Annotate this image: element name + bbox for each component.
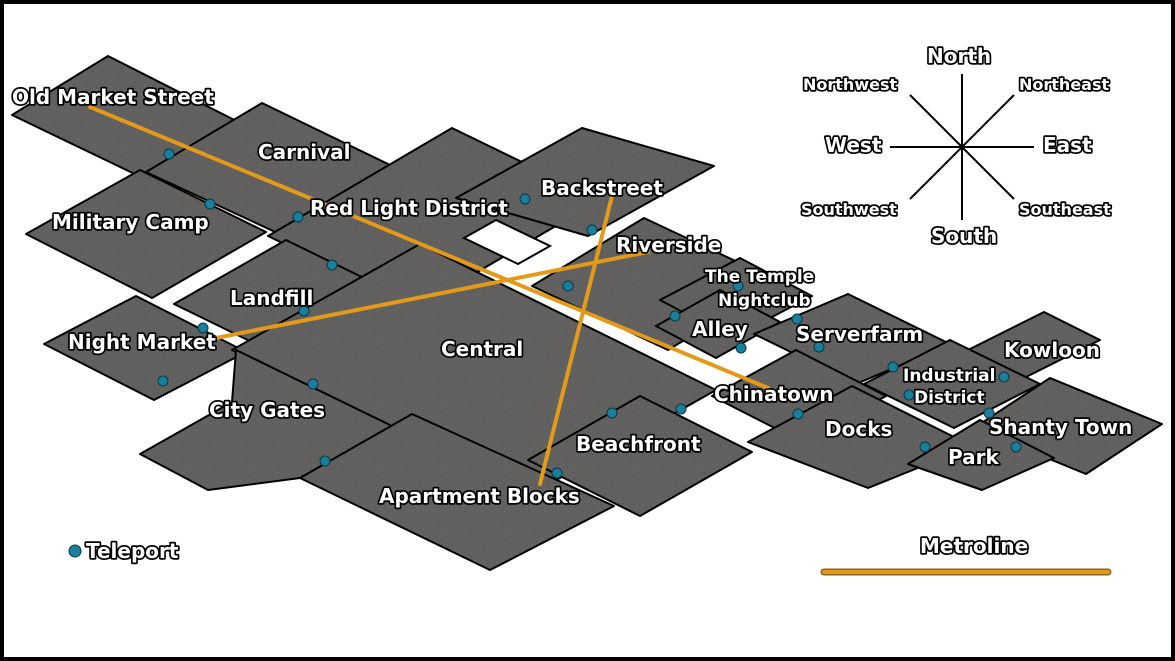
city-map: Old Market Street Carnival Military Camp… bbox=[10, 42, 1163, 576]
label-kowloon: Kowloon bbox=[1004, 338, 1100, 362]
label-landfill: Landfill bbox=[230, 286, 313, 310]
label-park: Park bbox=[948, 445, 999, 469]
district-park[interactable] bbox=[907, 419, 1055, 491]
teleport-point[interactable] bbox=[319, 455, 331, 467]
metro-lines bbox=[88, 105, 770, 486]
compass-southeast: Southeast bbox=[1019, 200, 1111, 219]
label-red-light-district: Red Light District bbox=[310, 196, 508, 220]
label-central: Central bbox=[441, 337, 523, 361]
compass-west: West bbox=[825, 133, 882, 157]
label-backstreet: Backstreet bbox=[541, 176, 663, 200]
compass-south: South bbox=[931, 224, 997, 248]
district-apartment-blocks[interactable] bbox=[299, 413, 615, 571]
teleport-point[interactable] bbox=[562, 280, 574, 292]
label-city-gates: City Gates bbox=[209, 398, 325, 422]
compass-northeast: Northeast bbox=[1019, 75, 1109, 94]
label-alley: Alley bbox=[692, 317, 748, 341]
label-chinatown: Chinatown bbox=[714, 382, 834, 406]
label-night-market: Night Market bbox=[68, 330, 216, 354]
teleport-point[interactable] bbox=[669, 310, 681, 322]
label-temple-line1: The Temple bbox=[705, 267, 814, 287]
label-serverfarm: Serverfarm bbox=[796, 322, 923, 346]
teleport-point[interactable] bbox=[998, 371, 1010, 383]
teleport-point[interactable] bbox=[197, 322, 209, 334]
teleport-point[interactable] bbox=[292, 211, 304, 223]
teleport-points bbox=[157, 148, 1022, 479]
metro-line-backstreet-apartment-blocks bbox=[538, 194, 614, 486]
district-tiles bbox=[11, 55, 1163, 571]
teleport-point[interactable] bbox=[735, 342, 747, 354]
teleport-point[interactable] bbox=[732, 280, 744, 292]
teleport-point[interactable] bbox=[326, 259, 338, 271]
teleport-point[interactable] bbox=[1010, 441, 1022, 453]
label-military-camp: Military Camp bbox=[52, 210, 209, 234]
compass-rose: North Northeast East Southeast South Sou… bbox=[799, 42, 1113, 249]
legend-teleport-icon bbox=[68, 544, 82, 558]
teleport-point[interactable] bbox=[204, 198, 216, 210]
district-beachfront[interactable] bbox=[527, 395, 753, 517]
legend-metroline-label: Metroline bbox=[920, 534, 1028, 558]
compass-east: East bbox=[1043, 133, 1092, 157]
metro-line-night-market-riverside bbox=[214, 250, 650, 340]
label-carnival: Carnival bbox=[258, 140, 351, 164]
teleport-point[interactable] bbox=[551, 467, 563, 479]
teleport-point[interactable] bbox=[903, 389, 915, 401]
compass-southwest: Southwest bbox=[801, 200, 897, 219]
compass-center bbox=[959, 144, 965, 150]
map-gap bbox=[461, 218, 553, 266]
teleport-point[interactable] bbox=[307, 378, 319, 390]
teleport-point[interactable] bbox=[887, 361, 899, 373]
legend-teleport-label: Teleport bbox=[86, 539, 179, 563]
teleport-point[interactable] bbox=[163, 148, 175, 160]
district-backstreet[interactable] bbox=[455, 127, 715, 237]
teleport-point[interactable] bbox=[519, 193, 531, 205]
teleport-point[interactable] bbox=[157, 375, 169, 387]
label-beachfront: Beachfront bbox=[576, 432, 701, 456]
district-military-camp[interactable] bbox=[25, 169, 267, 299]
teleport-point[interactable] bbox=[813, 341, 825, 353]
district-labels: Old Market Street Carnival Military Camp… bbox=[10, 83, 1134, 509]
metro-line-old-market-chinatown bbox=[88, 105, 770, 390]
teleport-point[interactable] bbox=[983, 407, 995, 419]
label-apartment-blocks: Apartment Blocks bbox=[379, 484, 580, 508]
compass-northwest: Northwest bbox=[803, 75, 897, 94]
label-industrial-line1: Industrial bbox=[903, 366, 995, 386]
teleport-point[interactable] bbox=[919, 441, 931, 453]
teleport-point[interactable] bbox=[791, 313, 803, 325]
teleport-point[interactable] bbox=[792, 408, 804, 420]
label-docks: Docks bbox=[825, 417, 892, 441]
teleport-point[interactable] bbox=[606, 407, 618, 419]
compass-north: North bbox=[927, 44, 991, 68]
label-old-market-street: Old Market Street bbox=[12, 85, 214, 109]
label-temple-line2: Nightclub bbox=[718, 291, 811, 311]
label-shanty-town: Shanty Town bbox=[989, 415, 1132, 439]
label-riverside: Riverside bbox=[616, 233, 721, 257]
teleport-point[interactable] bbox=[675, 403, 687, 415]
label-industrial-line2: District bbox=[914, 388, 985, 408]
teleport-point[interactable] bbox=[586, 224, 598, 236]
teleport-point[interactable] bbox=[298, 305, 310, 317]
legend: Teleport Metroline bbox=[68, 532, 1112, 576]
